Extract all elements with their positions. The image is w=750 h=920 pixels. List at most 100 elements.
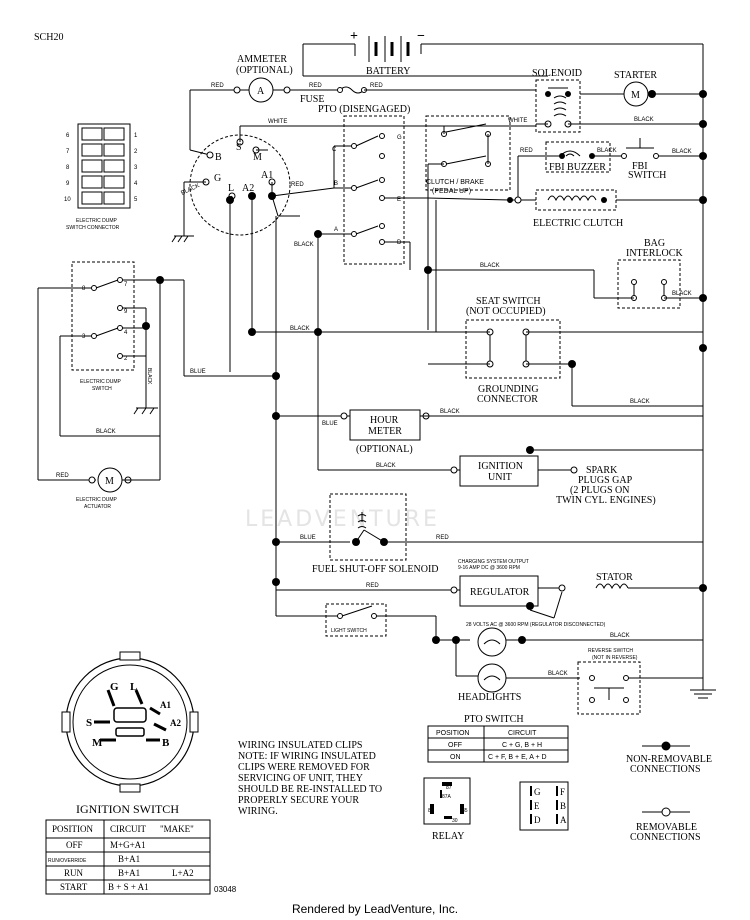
connector-pin-1: 1 (134, 133, 138, 139)
bag-interlock: BAG INTERLOCK BLACK BLACK (424, 238, 707, 309)
dump-pin-9: 9 (124, 309, 128, 315)
fuel-solenoid-label: FUEL SHUT-OFF SOLENOID (312, 564, 439, 575)
pto-terminal-b: B (334, 181, 338, 187)
connector-pin-10: 10 (64, 197, 71, 203)
note-line-1: WIRING INSULATED CLIPS (238, 740, 362, 751)
spark-plugs-note: (2 PLUGS ON (570, 485, 629, 496)
note-line-3: CLIPS WERE REMOVED FOR (238, 762, 370, 773)
pto-terminal-a: A (334, 227, 338, 233)
electric-clutch-label: ELECTRIC CLUTCH (533, 218, 623, 229)
legend-removable-2: CONNECTIONS (630, 832, 701, 843)
ignition-switch-schematic: B S M G L A2 A1 WHITE BLACK RED (171, 119, 398, 372)
headlights-label: HEADLIGHTS (458, 692, 521, 703)
ammeter-wire-red: RED (211, 83, 224, 89)
bag-wire-black: BLACK (480, 263, 500, 269)
connector-pin-6: 6 (66, 133, 70, 139)
face-label-b: B (162, 737, 170, 749)
face-pin-b: B (560, 801, 566, 811)
ignition-wire-black: BLACK (376, 463, 396, 469)
battery-plus-sign: + (350, 29, 358, 44)
connector-pin-3: 3 (134, 165, 138, 171)
ign-terminal-g: G (214, 173, 221, 184)
reverse-switch: REVERSE SWITCH (NOT IN REVERSE) (577, 648, 703, 715)
connector-pin-7: 7 (66, 149, 70, 155)
pto-terminal-g: G (397, 135, 402, 141)
ac-output-note: 28 VOLTS AC @ 3600 RPM (REGULATOR DISCON… (466, 622, 606, 628)
electric-dump-switch-connector: 6 7 8 9 10 1 2 3 4 5 ELECTRIC DUMP SWITC… (64, 123, 138, 231)
ammeter-label: AMMETER (237, 54, 287, 65)
relay: 87 87A 86 85 30 RELAY (423, 777, 471, 842)
bag-interlock-label-2: INTERLOCK (626, 248, 683, 259)
face-label-a2: A2 (170, 718, 181, 728)
battery: + − BATTERY (302, 29, 703, 77)
connector-label: ELECTRIC DUMP (76, 218, 118, 224)
connector-pin-9: 9 (66, 181, 70, 187)
ign-table-header-position: POSITION (52, 824, 94, 834)
ign-terminal-b: B (215, 152, 222, 163)
pto-switch: PTO (DISENGAGED) C G B E A D BLACK (294, 104, 428, 470)
ign-row-run-position: RUN (64, 868, 84, 878)
pto-table-title: PTO SWITCH (464, 714, 524, 725)
legend-non-removable-2: CONNECTIONS (630, 764, 701, 775)
dump-wire-black-2: BLACK (96, 429, 116, 435)
pto-wire-black: BLACK (294, 242, 314, 248)
fuse-wire-red: RED (309, 83, 322, 89)
headlights: BLACK BLACK HEADLIGHTS (432, 627, 703, 703)
fbi-switch-label-2: SWITCH (628, 170, 666, 181)
ignition-switch-face: G L A1 A2 S M B IGNITION SWITCH (61, 651, 199, 816)
electric-dump-actuator: RED M ELECTRIC DUMP ACTUATOR (38, 467, 161, 510)
pto-row-on: ON (450, 754, 461, 761)
starter-motor-symbol: M (631, 90, 640, 101)
regulator-wire-red: RED (366, 583, 379, 589)
light-switch-label: LIGHT SWITCH (331, 628, 367, 634)
cross-wire-black: BLACK (290, 326, 310, 332)
stator-label: STATOR (596, 572, 633, 583)
face-pin-f: F (560, 787, 565, 797)
ign-terminal-s: S (236, 142, 242, 153)
note-line-7: WIRING. (238, 806, 278, 817)
electric-clutch: ELECTRIC CLUTCH (427, 189, 707, 229)
legend-non-removable-symbol (661, 741, 671, 751)
seat-switch-not-occupied: (NOT OCCUPIED) (466, 306, 546, 317)
ignition-unit-label: IGNITION (478, 461, 523, 472)
fuel-wire-blue: BLUE (300, 535, 316, 541)
pto-terminal-e: E (397, 197, 401, 203)
ign-table-header-circuit: CIRCUIT (110, 824, 147, 834)
ammeter-optional-label: (OPTIONAL) (236, 65, 293, 76)
fuel-shutoff-solenoid: BLUE RED FUEL SHUT-OFF SOLENOID (276, 493, 703, 575)
dump-pin-2: 2 (124, 356, 128, 362)
hour-meter-label: HOUR (370, 415, 399, 426)
connector-pin-5: 5 (134, 197, 138, 203)
note-line-2: NOTE: IF WIRING INSULATED (238, 751, 376, 762)
connector-pin-2: 2 (134, 149, 138, 155)
reverse-switch-not-in-reverse: (NOT IN REVERSE) (592, 655, 638, 661)
ignition-unit-label-2: UNIT (488, 472, 512, 483)
hour-meter: BLUE HOUR METER (OPTIONAL) BLACK (276, 409, 703, 455)
actuator-motor-symbol: M (105, 476, 114, 487)
hour-meter-label-2: METER (368, 426, 402, 437)
ign-row-start-circuit: B + S + A1 (108, 882, 149, 892)
charging-output-value: 9-16 AMP DC @ 3600 RPM (458, 565, 520, 571)
seat-switch-label: SEAT SWITCH (476, 296, 541, 307)
face-label-l: L (130, 681, 137, 693)
pto-row-on-circuit: C + F, B + E, A + D (488, 754, 547, 761)
relay-pin-87a: 87A (442, 794, 452, 800)
ignition-switch-table: POSITION CIRCUIT "MAKE" OFF M+G+A1 RUN/O… (45, 819, 211, 895)
dump-pin-4: 4 (124, 330, 128, 336)
starter-motor: STARTER M (614, 70, 707, 128)
face-label-m: M (92, 737, 103, 749)
face-pin-d: D (534, 815, 541, 825)
spark-gap-label: PLUGS GAP (578, 475, 633, 486)
pto-switch-table: PTO SWITCH POSITION CIRCUIT OFF C + G, B… (427, 714, 569, 763)
pto-label: PTO (DISENGAGED) (318, 104, 410, 115)
ign-row-start-position: START (60, 882, 88, 892)
face-pin-g: G (534, 787, 541, 797)
dump-switch-label: ELECTRIC DUMP (80, 379, 122, 385)
connector-label-2: SWITCH CONNECTOR (66, 225, 120, 231)
legend-removable: REMOVABLE (636, 822, 697, 833)
note-line-4: SERVICING OF UNIT, THEY (238, 773, 363, 784)
fbi-switch-wire-black: BLACK (672, 149, 692, 155)
fbi-wire-black: BLACK (597, 148, 617, 154)
